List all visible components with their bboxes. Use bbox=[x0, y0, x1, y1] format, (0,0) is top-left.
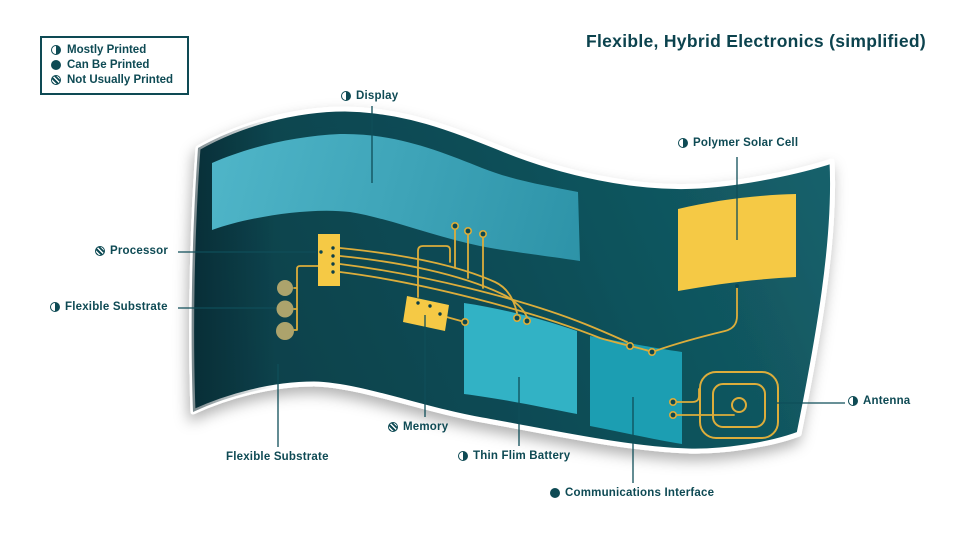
terminal-ring bbox=[460, 317, 469, 326]
label-thin-film-battery: Thin Flim Battery bbox=[458, 450, 570, 462]
filled-circle-icon bbox=[51, 60, 61, 70]
label-text: Processor bbox=[110, 245, 169, 257]
label-text: Polymer Solar Cell bbox=[693, 137, 799, 149]
label-communications-interface: Communications Interface bbox=[550, 487, 714, 499]
terminal-ring bbox=[512, 313, 521, 322]
substrate-contact-dots bbox=[276, 280, 294, 340]
memory-chip bbox=[403, 296, 449, 331]
label-text: Communications Interface bbox=[565, 487, 715, 499]
trace-memory-up bbox=[417, 245, 451, 298]
label-flexible-substrate-left: Flexible Substrate bbox=[50, 301, 168, 313]
trace-bus-3 bbox=[339, 263, 628, 343]
half-filled-circle-icon bbox=[848, 396, 858, 406]
terminal-ring bbox=[450, 222, 459, 231]
striped-circle-icon bbox=[388, 422, 398, 432]
solar-terminal-dot bbox=[735, 284, 739, 288]
terminal-ring bbox=[522, 316, 531, 325]
filled-circle-icon bbox=[550, 488, 560, 498]
legend-item-can-be-printed: Can Be Printed bbox=[51, 59, 179, 71]
trace-terminals bbox=[450, 222, 677, 419]
half-filled-circle-icon bbox=[341, 91, 351, 101]
label-display: Display bbox=[341, 90, 398, 102]
processor-pin-dot bbox=[331, 270, 335, 274]
striped-circle-icon bbox=[51, 75, 61, 85]
antenna-coil bbox=[699, 371, 779, 439]
terminal-ring bbox=[668, 397, 677, 406]
display-panel bbox=[212, 133, 580, 261]
contact-dot bbox=[276, 322, 294, 340]
battery-panel bbox=[464, 303, 577, 414]
label-memory: Memory bbox=[388, 421, 448, 433]
label-text: Thin Flim Battery bbox=[473, 450, 571, 462]
memory-pin-dot bbox=[428, 304, 432, 308]
half-filled-circle-icon bbox=[50, 302, 60, 312]
memory-pin-dot bbox=[416, 301, 420, 305]
processor-pin-dot bbox=[331, 246, 335, 250]
half-filled-circle-icon bbox=[51, 45, 61, 55]
memory-pin-dot bbox=[438, 312, 442, 316]
terminal-ring bbox=[463, 227, 472, 236]
leader-end-dot bbox=[319, 250, 323, 254]
legend-item-not-usually-printed: Not Usually Printed bbox=[51, 74, 179, 86]
label-polymer-solar-cell: Polymer Solar Cell bbox=[678, 137, 798, 149]
circuit-traces bbox=[293, 229, 738, 416]
half-filled-circle-icon bbox=[458, 451, 468, 461]
legend-label: Can Be Printed bbox=[67, 59, 150, 71]
processor-chip bbox=[318, 234, 340, 286]
processor-pin-dot bbox=[331, 254, 335, 258]
label-flexible-substrate-bottom: Flexible Substrate bbox=[226, 451, 329, 463]
terminal-ring bbox=[668, 410, 677, 419]
striped-circle-icon bbox=[95, 246, 105, 256]
comms-panel bbox=[590, 336, 682, 444]
solar-cell bbox=[678, 194, 796, 291]
label-text: Memory bbox=[403, 421, 449, 433]
trace-bus-2 bbox=[339, 255, 528, 318]
label-text: Display bbox=[356, 90, 399, 102]
trace-solar-down bbox=[654, 287, 738, 352]
label-antenna: Antenna bbox=[848, 395, 910, 407]
half-filled-circle-icon bbox=[678, 138, 688, 148]
trace-processor-to-vias bbox=[293, 265, 319, 331]
legend-label: Not Usually Printed bbox=[67, 74, 174, 86]
label-text: Flexible Substrate bbox=[226, 451, 329, 463]
label-processor: Processor bbox=[95, 245, 168, 257]
processor-pin-dot bbox=[331, 262, 335, 266]
legend-label: Mostly Printed bbox=[67, 44, 147, 56]
label-text: Flexible Substrate bbox=[65, 301, 168, 313]
terminal-ring bbox=[647, 347, 656, 356]
terminal-ring bbox=[478, 230, 487, 239]
legend-item-mostly-printed: Mostly Printed bbox=[51, 44, 179, 56]
leader-lines bbox=[178, 106, 845, 483]
legend: Mostly Printed Can Be Printed Not Usuall… bbox=[40, 36, 189, 95]
label-text: Antenna bbox=[863, 395, 911, 407]
trace-bus-1 bbox=[339, 247, 518, 314]
terminal-ring bbox=[625, 341, 634, 350]
contact-dot bbox=[277, 280, 293, 296]
page-title: Flexible, Hybrid Electronics (simplified… bbox=[585, 31, 926, 51]
contact-dot bbox=[276, 300, 294, 318]
